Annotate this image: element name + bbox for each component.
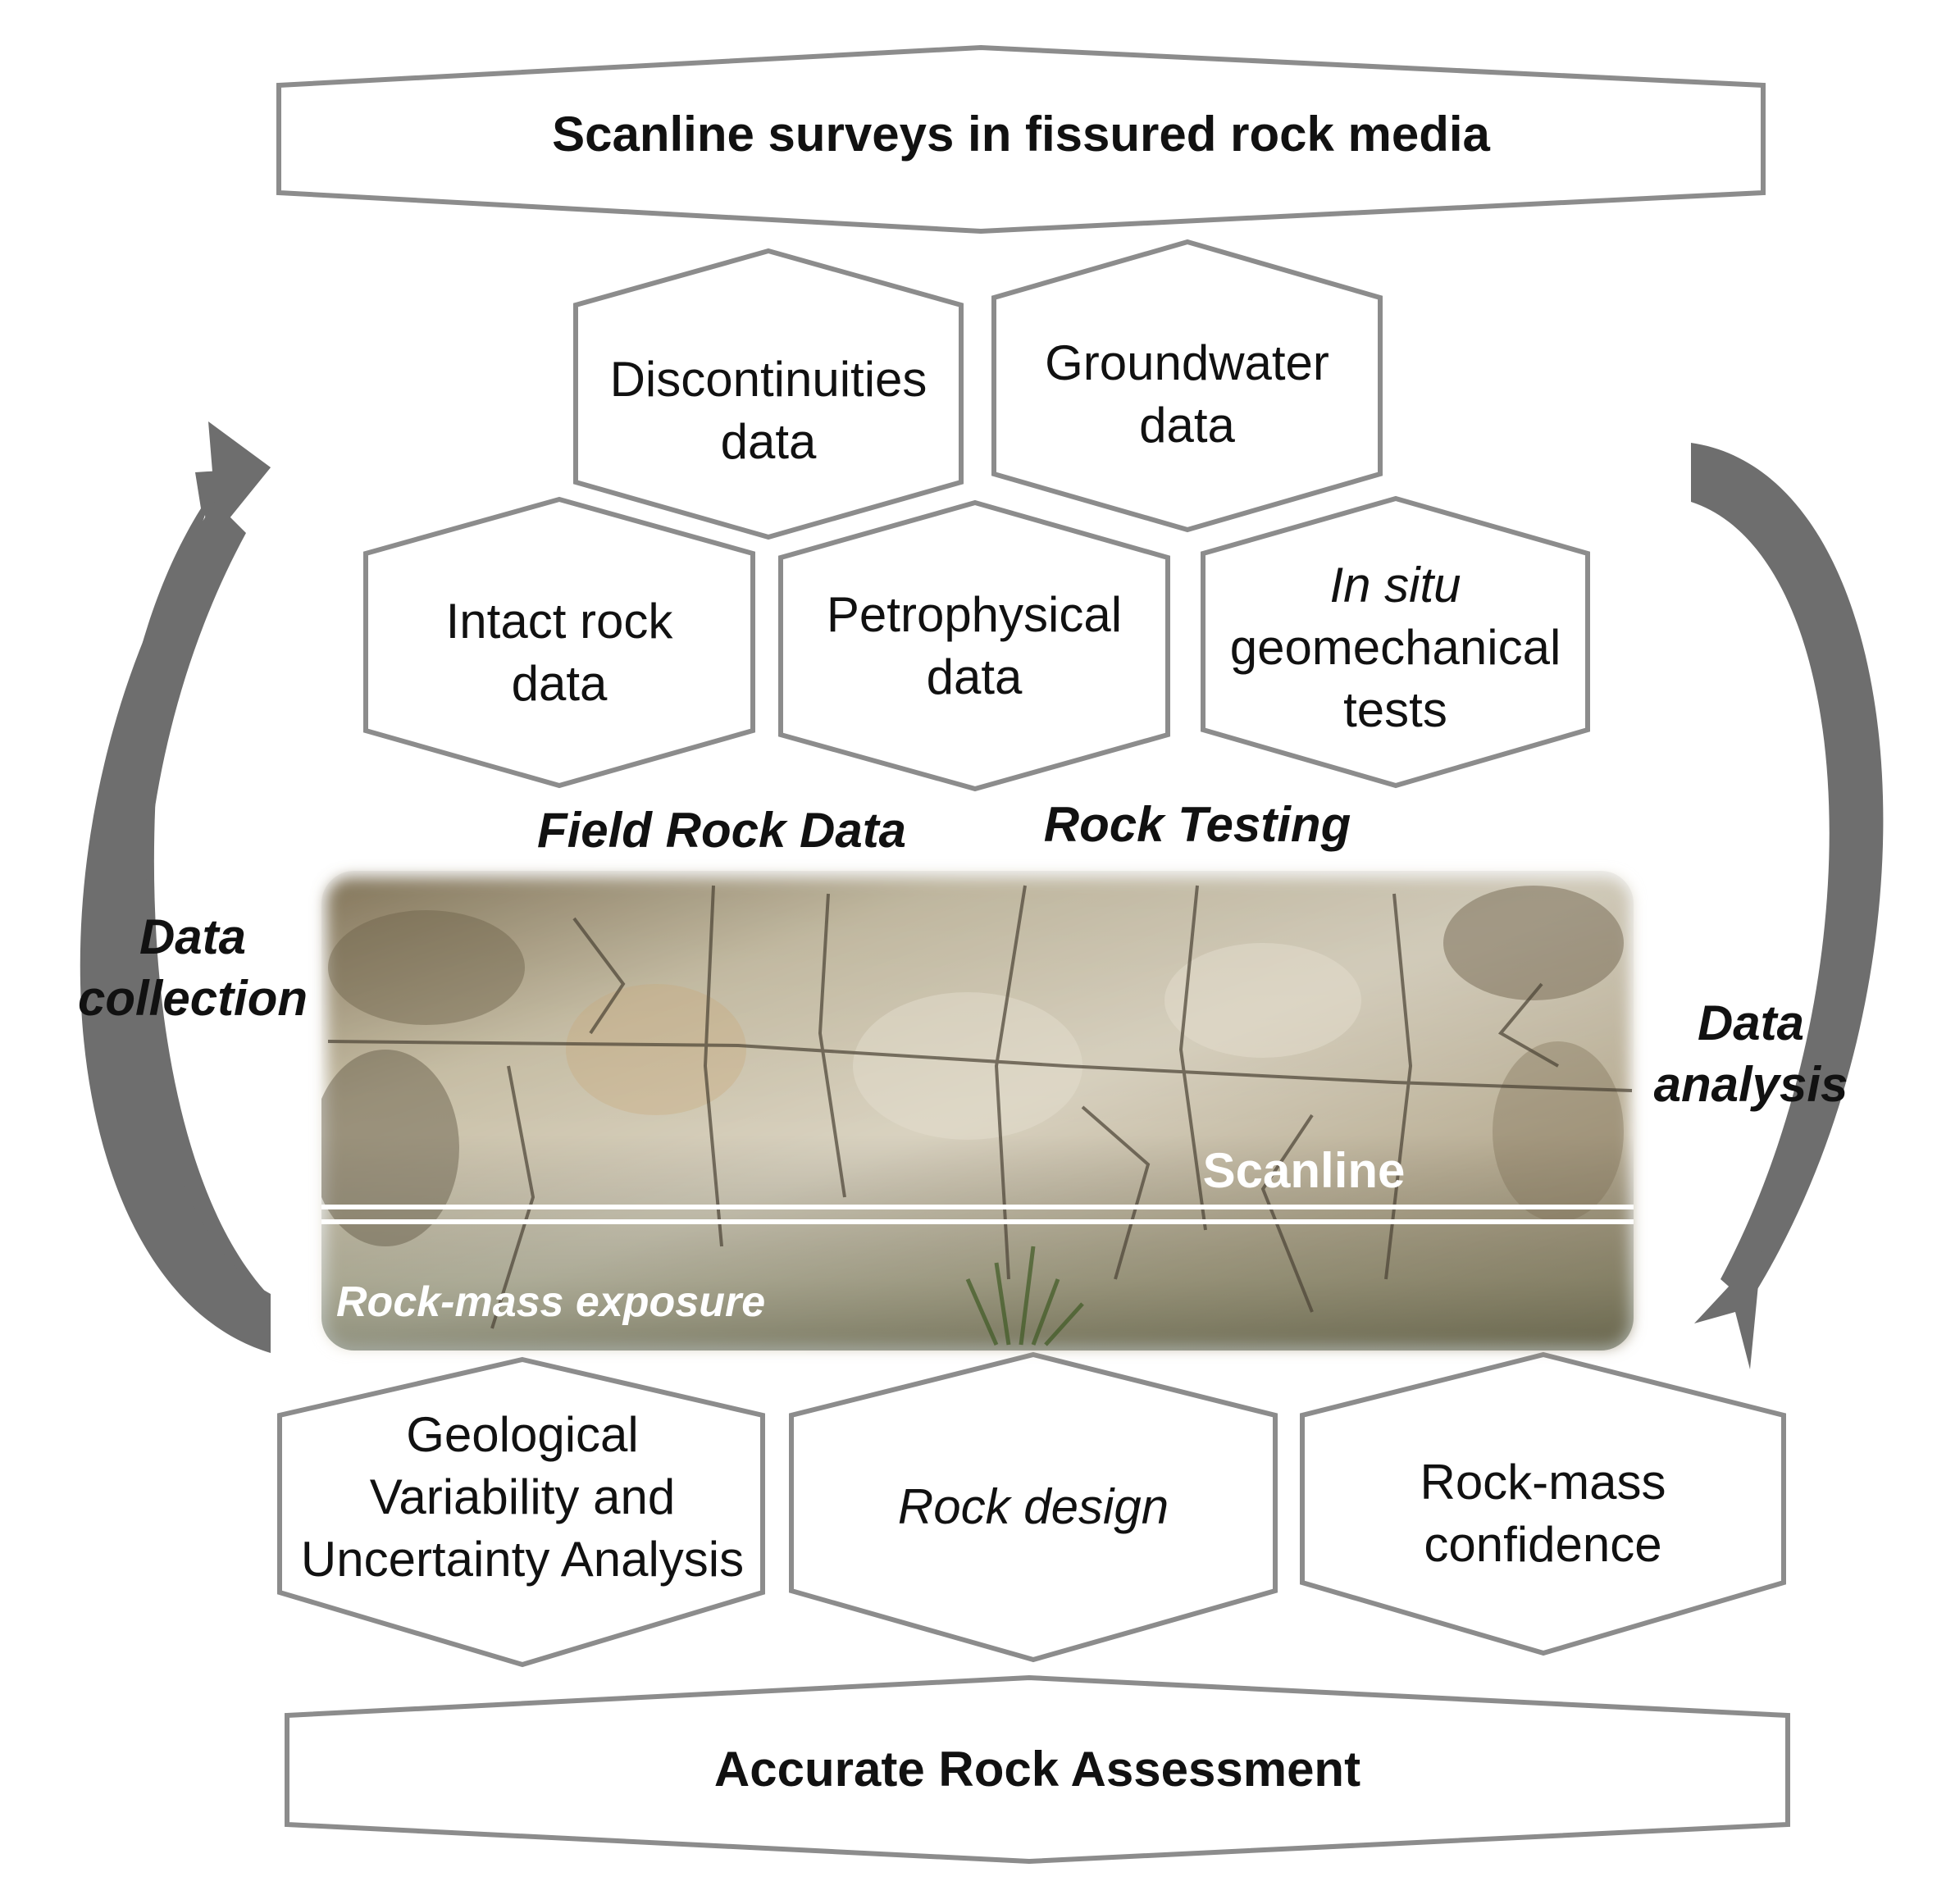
- bottom-banner-title: Accurate Rock Assessment: [713, 1742, 1361, 1797]
- bottom-banner-shape: [285, 1674, 1790, 1865]
- in-situ-italic: In situ: [1329, 558, 1461, 613]
- hexagon-petrophysical: [778, 499, 1170, 792]
- in-situ-label: In situ geomechanical tests: [1203, 554, 1588, 742]
- hexagon-discontinuities: [573, 248, 964, 540]
- data-analysis-arrowhead: [1694, 1251, 1762, 1369]
- hexagon-rock-design: [789, 1351, 1278, 1663]
- geological-label: Geological Variability and Uncertainty A…: [300, 1407, 745, 1587]
- data-analysis-arrow-body: [1691, 443, 1884, 1304]
- intact-rock-label: Intact rock data: [445, 594, 673, 712]
- hexagon-in-situ: [1201, 495, 1590, 789]
- hexagon-groundwater: [991, 239, 1383, 533]
- data-analysis-label: Data analysis: [1653, 995, 1848, 1112]
- field-rock-data-label: Field Rock Data: [536, 803, 907, 858]
- top-banner-shape: [276, 44, 1766, 235]
- discontinuities-label: Discontinuities data: [609, 352, 927, 470]
- rock-texture: [321, 871, 1634, 1351]
- rock-mass-exposure-label: Rock-mass exposure: [336, 1278, 766, 1326]
- petrophysical-label: Petrophysical data: [826, 587, 1123, 705]
- rock-mass-confidence-label: Rock-mass confidence: [1420, 1455, 1666, 1573]
- hexagon-rock-mass-confidence: [1300, 1351, 1786, 1656]
- hexagon-intact-rock: [363, 496, 755, 789]
- rock-design-label: Rock design: [897, 1479, 1169, 1534]
- groundwater-label: Groundwater data: [1045, 335, 1329, 453]
- rock-testing-label: Rock Testing: [1043, 797, 1351, 852]
- data-collection-label: Data collection: [77, 909, 308, 1026]
- data-collection-arrowhead: [208, 421, 271, 544]
- scanline-label: Scanline: [1202, 1143, 1406, 1198]
- data-collection-arrow-body: [80, 502, 271, 1353]
- top-banner-title: Scanline surveys in fissured rock media: [552, 107, 1490, 162]
- hexagon-geological: [277, 1356, 765, 1668]
